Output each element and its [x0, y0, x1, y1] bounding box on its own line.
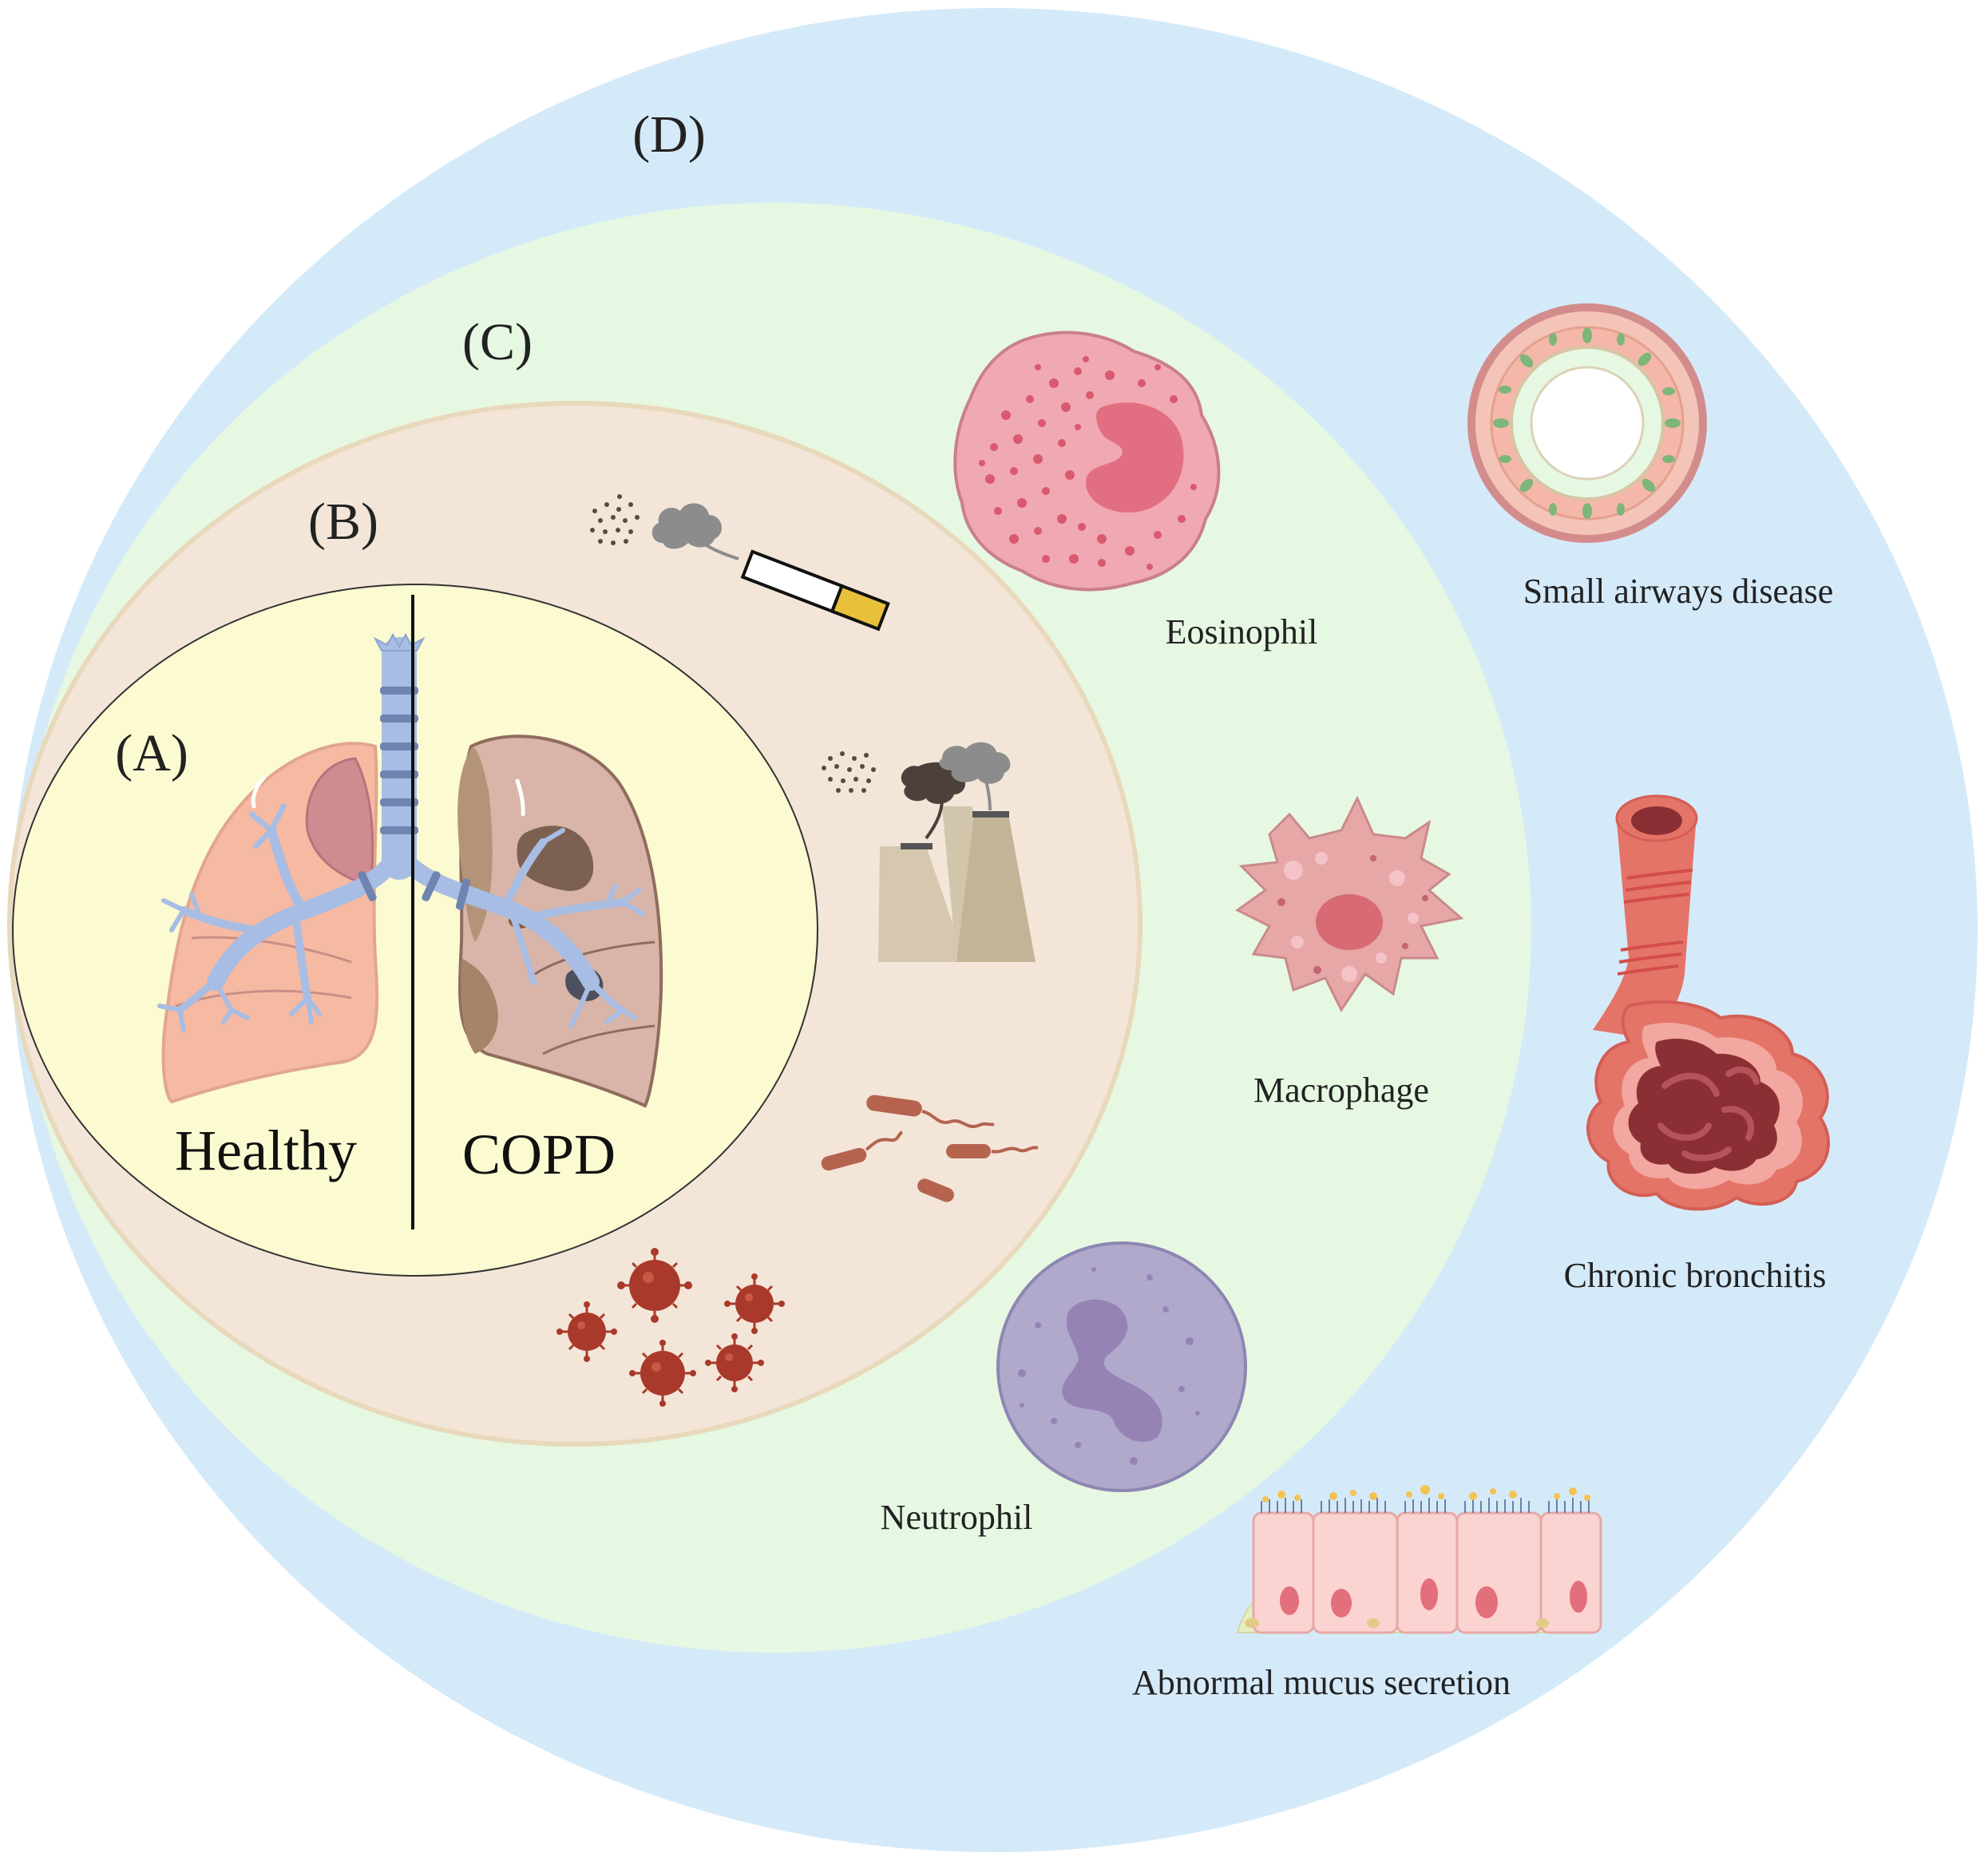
smoke-cloud-icon — [651, 503, 739, 560]
neutrophil-cell — [996, 1241, 1247, 1492]
region-c-label: (C) — [462, 313, 533, 371]
cigarette-icon — [740, 549, 890, 632]
region-a-ellipse — [12, 584, 818, 1277]
small-airways-label: Small airways disease — [1523, 572, 1834, 611]
small-airway-cross-section — [1467, 303, 1707, 543]
region-a-label: (A) — [115, 724, 188, 782]
healthy-label: Healthy — [175, 1119, 357, 1182]
virus-icon — [556, 1248, 785, 1407]
eosinophil-label: Eosinophil — [1166, 612, 1318, 651]
eosinophil-cell — [953, 331, 1221, 592]
copd-label: COPD — [462, 1123, 616, 1186]
factory-icon — [878, 742, 1036, 962]
region-b-label: (B) — [308, 493, 378, 551]
trachea — [358, 632, 471, 910]
mucus-label: Abnormal mucus secretion — [1132, 1663, 1511, 1702]
bacteria-icon — [821, 1095, 1039, 1202]
macrophage-cell — [1235, 795, 1464, 1012]
neutrophil-label: Neutrophil — [881, 1498, 1033, 1537]
particulate-matter-icon — [590, 494, 640, 545]
region-d-label: (D) — [632, 105, 706, 164]
mucus-epithelium — [1236, 1485, 1602, 1634]
macrophage-label: Macrophage — [1253, 1071, 1429, 1110]
particulate-matter-icon — [822, 751, 876, 793]
chronic-bronchitis-label: Chronic bronchitis — [1564, 1256, 1827, 1295]
chronic-bronchitis-bronchus — [1586, 794, 1830, 1211]
